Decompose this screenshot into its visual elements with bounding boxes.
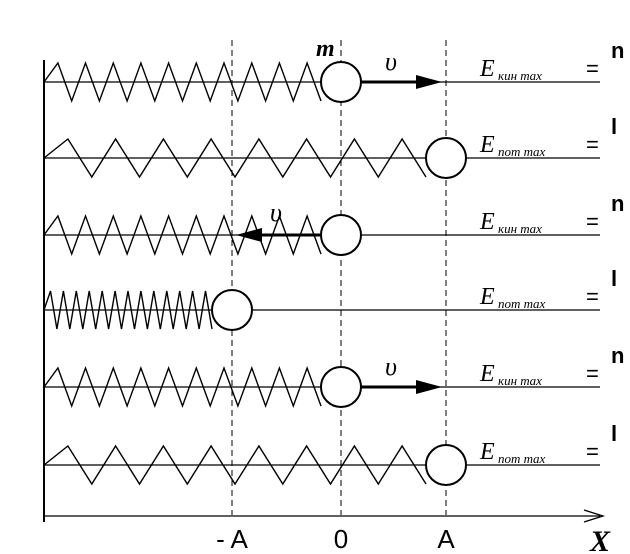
velocity-arrow-head xyxy=(416,75,442,89)
spring xyxy=(43,137,427,179)
velocity-label: υ xyxy=(270,198,282,227)
truncated-glyph: n xyxy=(611,191,624,216)
equals-sign: = xyxy=(586,209,599,234)
mass-ball xyxy=(320,214,362,256)
spring xyxy=(43,213,322,257)
truncated-glyph: n xyxy=(611,38,624,63)
energy-label: E xyxy=(479,56,495,82)
mass-ball xyxy=(211,289,253,331)
equals-sign: = xyxy=(586,56,599,81)
spring xyxy=(43,444,427,486)
axis-tick-label: - A xyxy=(216,524,248,554)
velocity-arrow-head xyxy=(416,380,442,394)
velocity-label: υ xyxy=(385,47,397,76)
energy-label: E xyxy=(479,439,495,465)
mass-ball xyxy=(425,444,467,486)
axis-tick-label: 0 xyxy=(334,524,348,554)
spring xyxy=(43,290,213,330)
energy-label: E xyxy=(479,361,495,387)
energy-subscript: пот max xyxy=(498,296,546,311)
velocity-arrow-head xyxy=(236,228,262,242)
spring xyxy=(43,60,322,104)
energy-label: E xyxy=(479,209,495,235)
equals-sign: = xyxy=(586,284,599,309)
axis-tick-label: A xyxy=(437,524,455,554)
spring xyxy=(43,365,322,409)
truncated-glyph: l xyxy=(611,421,617,446)
equals-sign: = xyxy=(586,132,599,157)
mass-ball xyxy=(320,61,362,103)
energy-subscript: кин max xyxy=(498,221,542,236)
truncated-glyph: l xyxy=(611,266,617,291)
velocity-label: υ xyxy=(385,352,397,381)
energy-subscript: кин max xyxy=(498,68,542,83)
equals-sign: = xyxy=(586,361,599,386)
energy-subscript: пот max xyxy=(498,144,546,159)
mass-ball xyxy=(320,366,362,408)
x-axis-arrow xyxy=(583,509,606,523)
energy-subscript: пот max xyxy=(498,451,546,466)
truncated-glyph: l xyxy=(611,114,617,139)
equals-sign: = xyxy=(586,439,599,464)
mass-label: m xyxy=(316,36,335,62)
energy-subscript: кин max xyxy=(498,373,542,388)
energy-label: E xyxy=(479,284,495,310)
x-axis-label: X xyxy=(589,525,611,554)
truncated-glyph: n xyxy=(611,343,624,368)
energy-label: E xyxy=(479,132,495,158)
mass-ball xyxy=(425,137,467,179)
